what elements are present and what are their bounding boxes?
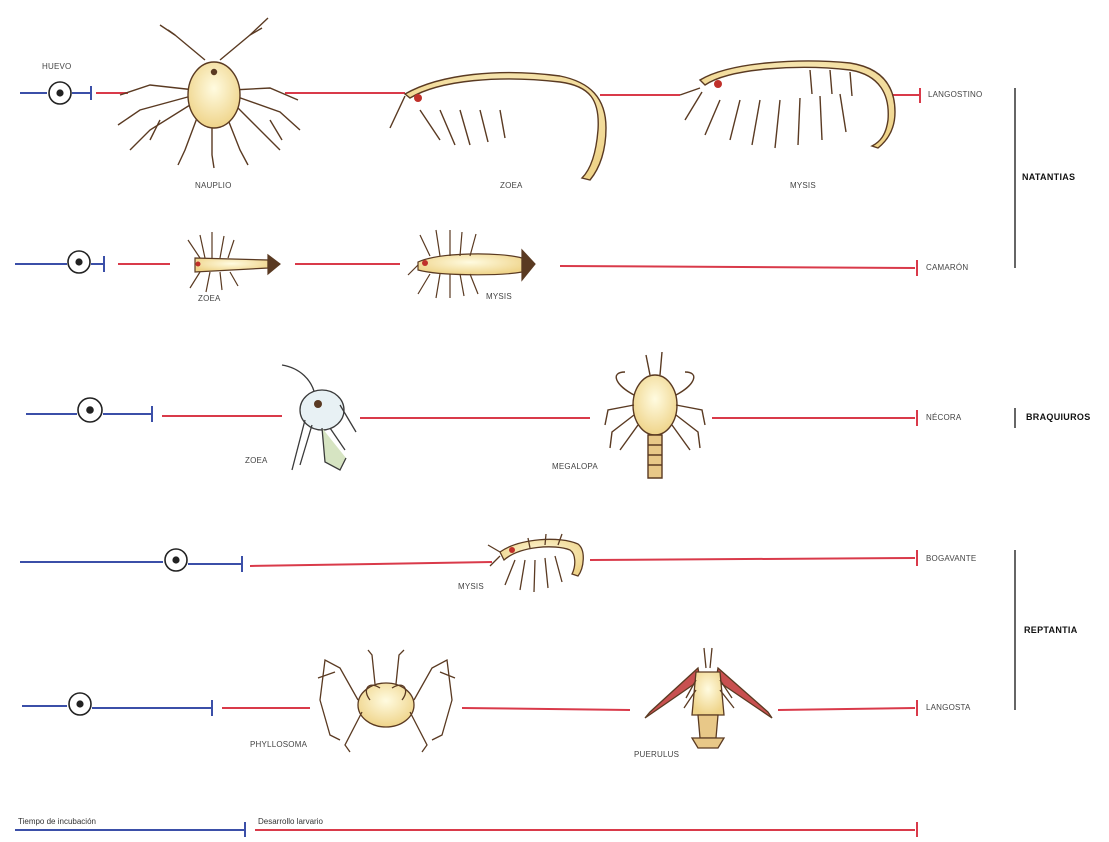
stage-label: PUERULUS — [634, 750, 679, 759]
stage-label: MYSIS — [458, 582, 484, 591]
egg-icon — [68, 251, 90, 273]
species-label: LANGOSTINO — [928, 90, 982, 99]
nauplius-larva-illustration — [118, 18, 300, 168]
stage-label: ZOEA — [500, 181, 523, 190]
stage-label: ZOEA — [245, 456, 268, 465]
larval-line — [462, 708, 630, 710]
row-langostino — [20, 18, 920, 180]
stage-label: PHYLLOSOMA — [250, 740, 307, 749]
phyllosoma-larva-illustration — [318, 650, 455, 752]
zoea-larva-illustration — [282, 365, 356, 470]
mysis-larva-illustration — [408, 230, 535, 298]
larval-line — [590, 558, 915, 560]
stage-label: MEGALOPA — [552, 462, 598, 471]
group-label-natantia: NATANTIAS — [1022, 172, 1075, 182]
megalopa-larva-illustration — [605, 352, 705, 478]
stage-label: MYSIS — [486, 292, 512, 301]
mysis-larva-illustration — [488, 534, 583, 592]
species-label: BOGAVANTE — [926, 554, 976, 563]
species-label: LANGOSTA — [926, 703, 971, 712]
species-label: NÉCORA — [926, 413, 961, 422]
larval-line — [778, 708, 915, 710]
stage-label: ZOEA — [198, 294, 221, 303]
legend-larval-label: Desarrollo larvario — [258, 817, 323, 826]
row-langosta — [22, 648, 917, 752]
puerulus-larva-illustration — [645, 648, 772, 748]
egg-icon — [165, 549, 187, 571]
larval-line — [250, 562, 492, 566]
mysis-larva-illustration — [680, 61, 895, 148]
group-label-reptantia: REPTANTIA — [1024, 625, 1078, 635]
row-necora — [26, 352, 917, 478]
zoea-larva-illustration — [188, 232, 280, 292]
legend-incubation-label: Tiempo de incubación — [18, 817, 96, 826]
egg-label: HUEVO — [42, 62, 71, 71]
stage-label: NAUPLIO — [195, 181, 232, 190]
zoea-larva-illustration — [390, 73, 606, 180]
egg-icon — [49, 82, 71, 104]
stage-label: MYSIS — [790, 181, 816, 190]
egg-icon — [69, 693, 91, 715]
row-camaron — [15, 230, 917, 298]
larval-line — [560, 266, 915, 268]
species-label: CAMARÓN — [926, 263, 968, 272]
egg-icon — [78, 398, 102, 422]
group-label-braquiuros: BRAQUIUROS — [1026, 412, 1091, 422]
